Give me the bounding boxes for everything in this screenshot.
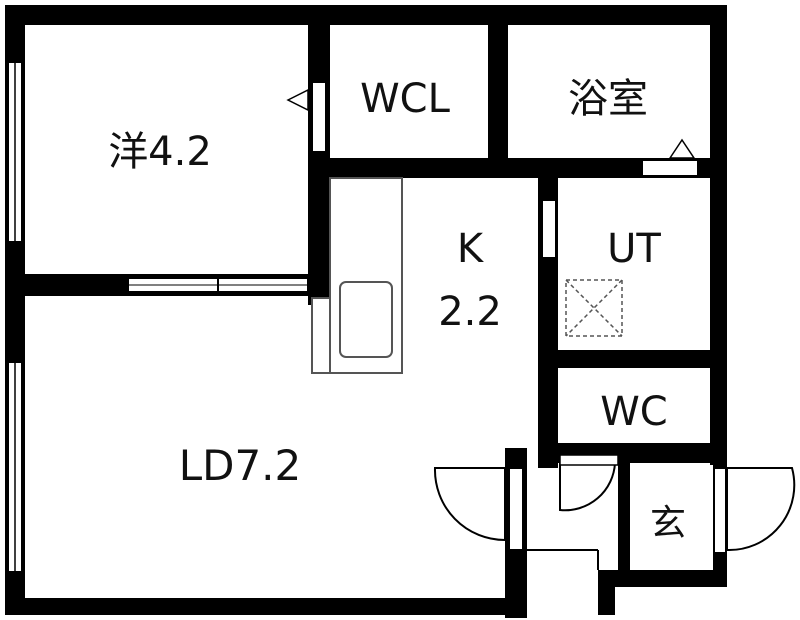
room-label-bath: 浴室 — [568, 76, 648, 122]
entrance-step-wall — [598, 570, 615, 615]
room-label-toilet: WC — [600, 389, 667, 435]
wcl-door — [286, 81, 327, 153]
front-door — [713, 467, 796, 554]
wc-door — [559, 454, 619, 512]
bath-door-marker-icon — [668, 138, 696, 159]
room-label-western: 洋4.2 — [108, 129, 212, 175]
windows — [7, 61, 23, 573]
washing-machine-space-icon — [565, 279, 623, 337]
bath-door — [641, 138, 699, 177]
wall-western-wcl — [308, 5, 330, 305]
fridge-space — [311, 297, 331, 374]
outer-wall-bottom-entrance — [598, 570, 727, 587]
room-label-entrance: 玄 — [650, 503, 686, 544]
outer-wall-right — [710, 5, 727, 465]
wall-under-ut — [538, 350, 727, 368]
sink-icon — [339, 281, 393, 358]
entrance-left-door — [433, 467, 524, 551]
outer-wall-top — [5, 5, 727, 25]
wall-wcl-bath — [488, 5, 508, 175]
room-label-kitchen-size: 2.2 — [438, 289, 502, 335]
door-marker-icon — [286, 88, 309, 112]
room-label-wcl: WCL — [360, 76, 450, 122]
wall-below-wcl-bath — [308, 158, 727, 178]
outer-wall-bottom — [5, 598, 520, 615]
room-label-utility: UT — [607, 226, 661, 272]
wall-entrance-divider — [618, 448, 630, 570]
room-label-kitchen: K — [457, 226, 485, 272]
room-label-living: LD7.2 — [179, 441, 302, 490]
sliding-door-western — [127, 277, 309, 293]
kitchen-counter — [311, 177, 403, 374]
ut-door — [541, 199, 557, 259]
